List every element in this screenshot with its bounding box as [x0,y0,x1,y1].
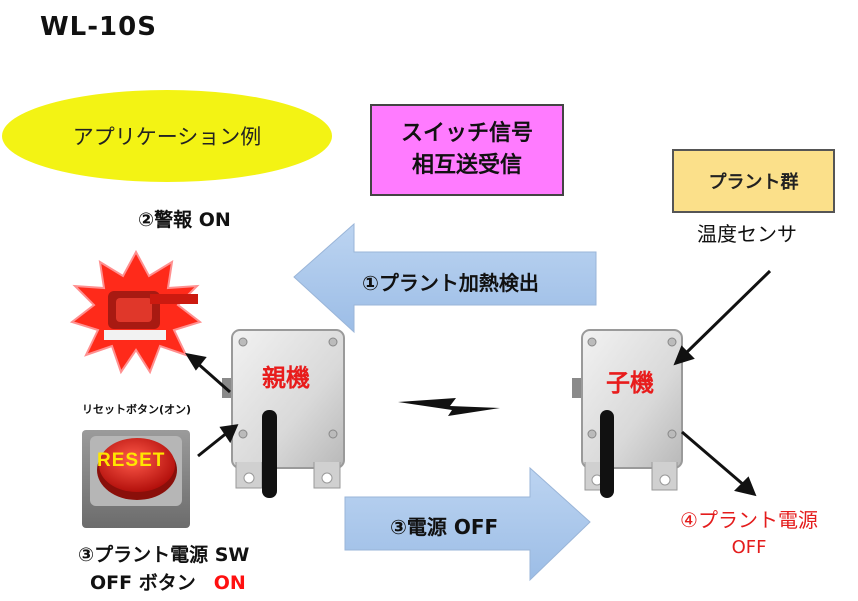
reset-button-text: RESET [97,450,166,471]
power-off-arrow [344,466,591,582]
application-example-label: アプリケーション例 [72,125,262,149]
signal-box-line1: スイッチ信号 [400,121,533,147]
temperature-sensor-label: 温度センサ [697,222,797,246]
off-button-caption: OFF ボタン ON [90,568,246,595]
child-device-label: 子機 [606,369,654,397]
parent-device-label: 親機 [262,364,310,392]
plant-group-label: プラント群 [708,172,799,193]
plant-power-off-label: OFF [731,537,767,558]
plant-power-caption: ④プラント電源 OFF [674,504,824,558]
detection-arrow-label: ①プラント加熱検出 [362,271,539,295]
power-switch-caption: ③プラント電源 SW [78,544,250,566]
plant-power-label: ④プラント電源 [680,508,818,532]
page-title: WL-10S [40,12,157,42]
plant-group-box: プラント群 [672,149,835,213]
on-status-label: ON [213,572,246,594]
wireless-bolt-icon [398,398,500,416]
reset-caption: リセットボタン(オン) [82,403,192,416]
alarm-label: ②警報 ON [138,209,231,231]
alarm-light-icon [69,249,203,375]
reset-button-icon [82,430,190,528]
parent-device-icon [222,329,345,498]
child-device-icon [572,329,683,498]
signal-box: スイッチ信号 相互送受信 [370,104,564,196]
pointer-arrows [184,269,772,497]
detection-arrow [293,222,597,334]
off-button-label: OFF ボタン [90,572,196,594]
power-off-arrow-label: ③電源 OFF [390,515,499,539]
signal-box-line2: 相互送受信 [411,153,522,178]
application-example-ellipse: アプリケーション例 [2,90,332,182]
